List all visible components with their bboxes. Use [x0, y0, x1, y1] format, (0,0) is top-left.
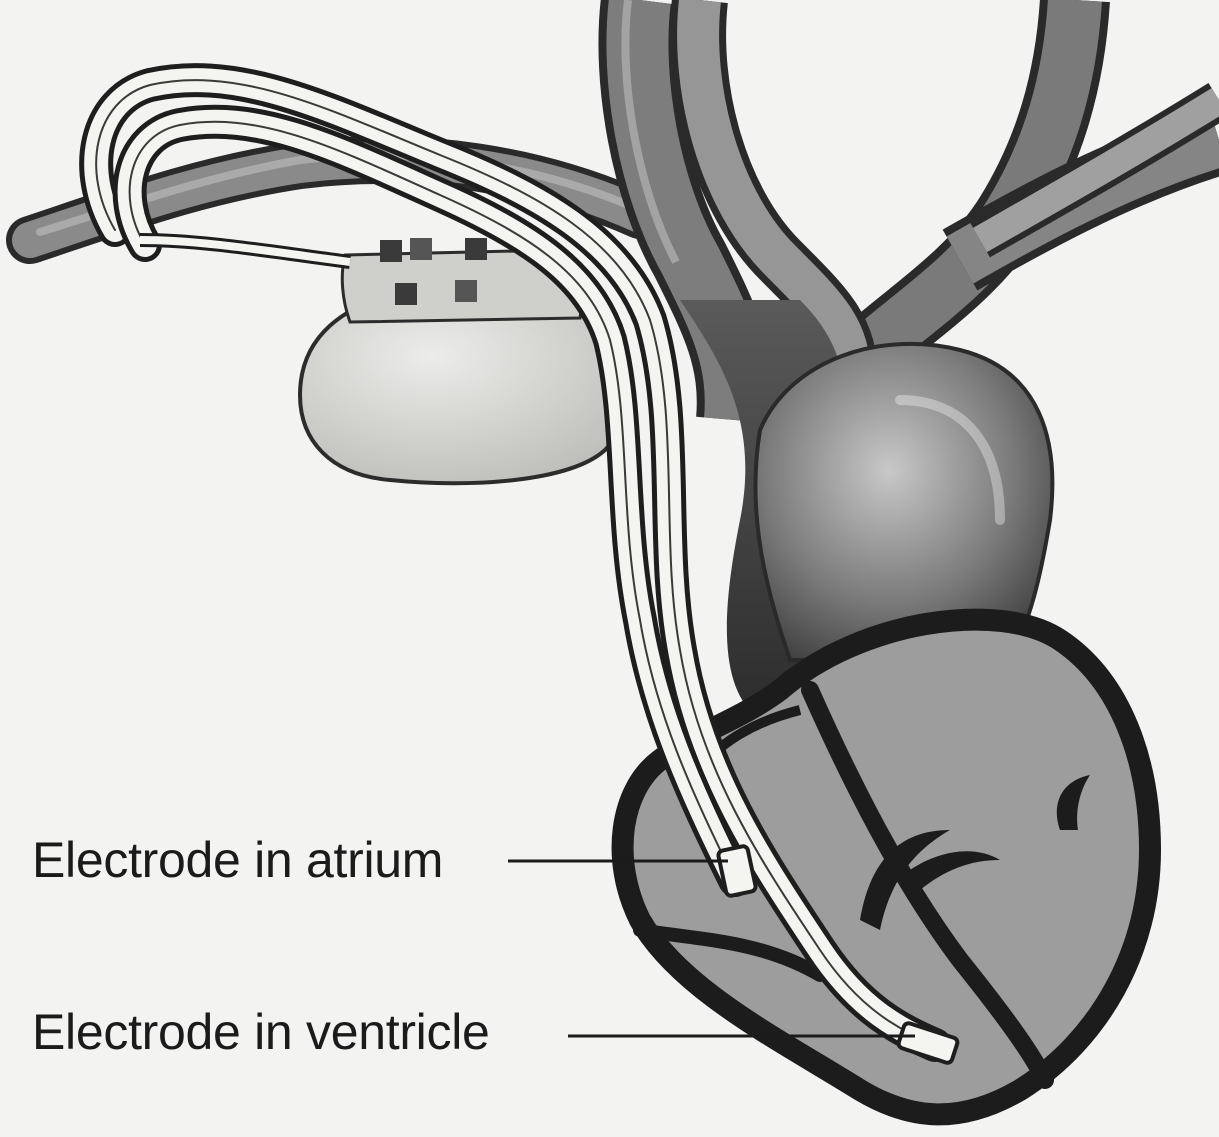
atrium-electrode-label: Electrode in atrium	[32, 835, 443, 885]
ventricle-electrode-label: Electrode in ventricle	[32, 1007, 490, 1057]
